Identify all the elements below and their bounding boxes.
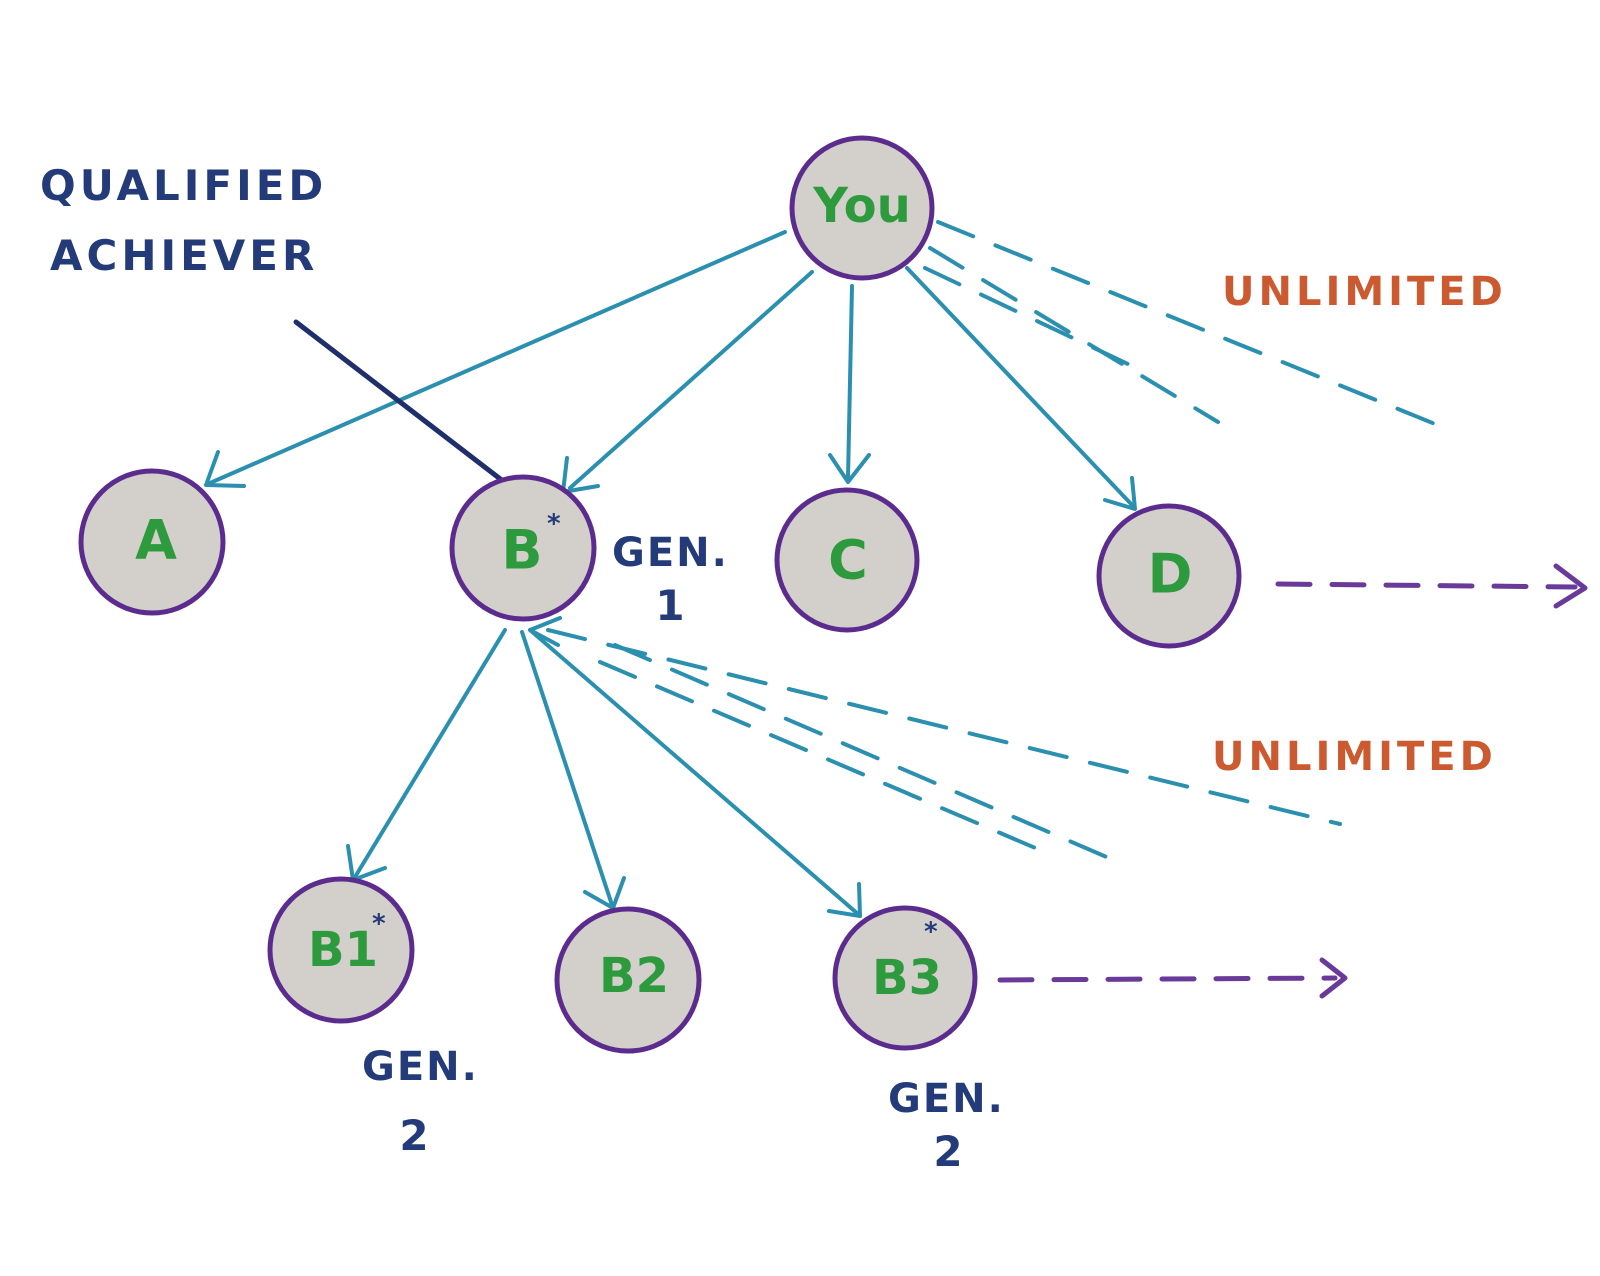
node-b1-label: B1	[308, 922, 378, 978]
edges-generation-1	[204, 220, 1437, 511]
edge-you-c	[846, 284, 854, 480]
arrowhead-b-return	[528, 616, 562, 647]
dashed-edge-you-1	[936, 220, 1437, 426]
gen-2-left-number: 2	[399, 1111, 428, 1160]
node-b: B *	[449, 474, 597, 622]
node-a-label: A	[135, 509, 177, 572]
edge-b-b2	[520, 630, 614, 907]
edge-you-a	[208, 230, 787, 485]
unlimited-label-top: UNLIMITED	[1222, 269, 1507, 315]
gen-1-number: 1	[655, 581, 684, 630]
arrowhead-b1	[346, 844, 387, 882]
node-b1-star: *	[372, 909, 386, 939]
gen-label-1: GEN. 1	[612, 530, 729, 630]
edge-you-d	[905, 266, 1135, 508]
node-b3-label: B3	[872, 950, 942, 1006]
arrowhead-a	[204, 450, 246, 488]
unlimited-label-bottom: UNLIMITED	[1212, 734, 1497, 780]
arrowhead-b2	[583, 876, 626, 910]
node-c-label: C	[828, 529, 868, 592]
node-b2: B2	[554, 906, 702, 1054]
node-b3: B3 *	[832, 905, 978, 1051]
dashed-edge-b-1	[546, 628, 1342, 826]
arrowhead-c	[828, 453, 871, 484]
arrowhead-d	[1103, 476, 1137, 511]
arrowhead-b	[561, 456, 600, 494]
edge-you-b	[568, 270, 814, 490]
gen-label-2-left: GEN. 2	[362, 1044, 479, 1160]
gen-1-text: GEN.	[612, 530, 729, 576]
continue-arrow-d	[1275, 581, 1578, 590]
dashed-edge-b-3	[598, 660, 1042, 852]
gen-2-left-text: GEN.	[362, 1044, 479, 1090]
edge-b-b3	[528, 628, 860, 916]
node-you-label: You	[812, 178, 911, 234]
node-b-star: *	[547, 509, 561, 539]
continue-arrowhead-b3	[1319, 957, 1348, 999]
node-you-circle	[789, 135, 935, 281]
node-a-circle	[78, 468, 226, 616]
node-b1-circle	[267, 876, 415, 1024]
continue-arrowhead-d	[1553, 563, 1588, 609]
node-you: You	[789, 135, 935, 281]
node-a: A	[78, 468, 226, 616]
edges-generation-2	[346, 616, 1342, 918]
node-d-label: D	[1148, 543, 1193, 606]
edge-b-b1	[353, 628, 507, 879]
dashed-edge-you-3	[923, 266, 1132, 367]
arrowhead-b3	[827, 882, 862, 918]
node-d-circle	[1096, 503, 1242, 649]
node-b-circle	[449, 474, 597, 622]
node-b1: B1 *	[267, 876, 415, 1024]
pointer-line	[293, 319, 541, 511]
gen-label-2-right: GEN. 2	[888, 1076, 1005, 1176]
continue-arrow-b3	[997, 975, 1338, 983]
dashed-edge-you-2	[928, 246, 1220, 424]
node-d: D	[1096, 503, 1242, 649]
gen-2-right-text: GEN.	[888, 1076, 1005, 1122]
qualified-achiever-note: QUALIFIED ACHIEVER	[40, 161, 327, 280]
node-c-circle	[774, 487, 920, 633]
node-b2-label: B2	[599, 948, 669, 1004]
dashed-edge-b-2	[613, 643, 1127, 867]
continuation-arrows	[997, 563, 1588, 999]
note-line-1: QUALIFIED	[40, 161, 327, 210]
note-line-2: ACHIEVER	[50, 231, 318, 280]
node-b-label: B	[501, 519, 542, 582]
node-b2-circle	[554, 906, 702, 1054]
node-b3-star: *	[924, 917, 938, 947]
gen-2-right-number: 2	[933, 1127, 962, 1176]
node-c: C	[774, 487, 920, 633]
node-b3-circle	[832, 905, 978, 1051]
